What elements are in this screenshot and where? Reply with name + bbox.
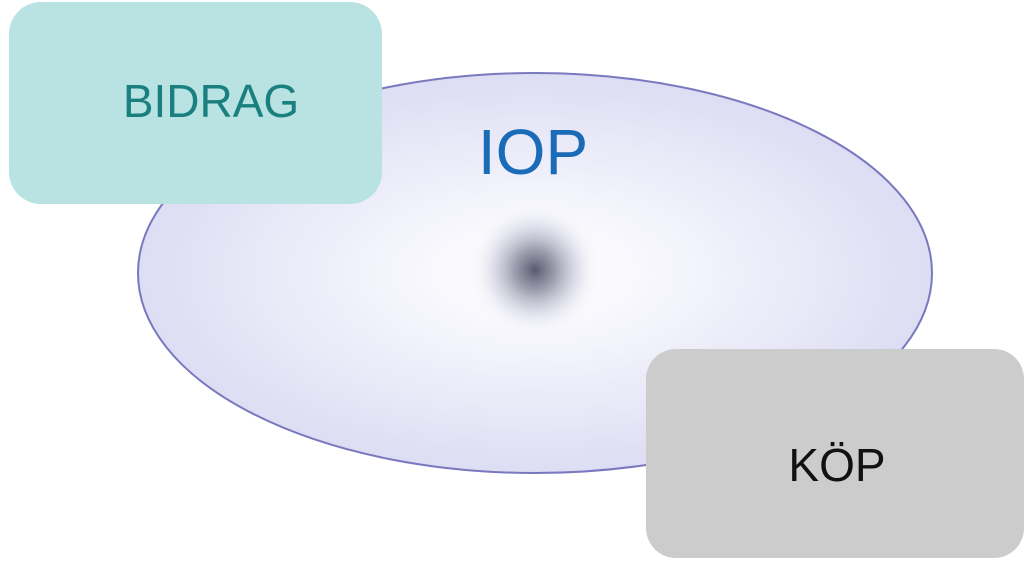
iop-label: IOP xyxy=(478,116,588,188)
bidrag-box: BIDRAG xyxy=(9,2,382,204)
kop-box-shape xyxy=(646,349,1024,558)
kop-label: KÖP xyxy=(788,439,885,491)
bidrag-label: BIDRAG xyxy=(123,75,299,127)
kop-box: KÖP xyxy=(646,349,1024,558)
iop-core xyxy=(467,202,603,338)
bidrag-box-shape xyxy=(9,2,382,204)
